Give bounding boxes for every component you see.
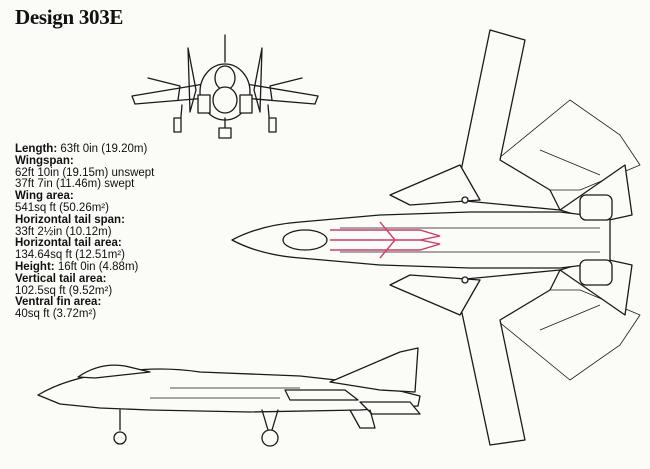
- page-title: Design 303E: [15, 5, 124, 29]
- spec-label: Ventral fin area:: [15, 296, 102, 309]
- unswept-panel-lines: [539, 149, 601, 331]
- spec-wing-area: Wing area:541sq ft (50.26m²): [15, 190, 230, 215]
- side-ventral-fin: [349, 409, 376, 429]
- side-gear-struts: [119, 409, 279, 431]
- front-left-wheel: [173, 117, 182, 133]
- spec-value: 37ft 7in (11.46m) swept: [15, 178, 135, 191]
- upper-engine-nozzle: [579, 194, 613, 221]
- lower-wing-pivot: [461, 276, 469, 284]
- lower-glove: [389, 274, 481, 316]
- front-left-tailplane: [147, 77, 181, 101]
- spec-length: Length: 63ft 0in (19.20m): [15, 143, 230, 156]
- spec-vertical-tail-area: Vertical tail area:102.5sq ft (9.52m²): [15, 272, 230, 298]
- plan-panel-lines: [340, 227, 600, 253]
- spec-horizontal-tail-area: Horizontal tail area:134.64sq ft (12.51m…: [15, 238, 230, 262]
- front-right-wheel: [268, 117, 277, 133]
- side-vertical-fin: [329, 347, 419, 393]
- specifications-block: Length: 63ft 0in (19.20m) Wingspan:62ft …: [15, 143, 230, 321]
- upper-wing-pivot: [461, 196, 469, 204]
- missile-outlines: [330, 221, 441, 259]
- front-left-fin: [187, 47, 197, 113]
- spec-label: Height:: [15, 260, 55, 273]
- side-view: [37, 347, 421, 447]
- front-right-tailplane: [269, 77, 303, 101]
- spec-value: 102.5sq ft (9.52m²): [15, 284, 113, 297]
- spec-value: 40sq ft (3.72m²): [15, 308, 97, 321]
- front-view: [131, 34, 319, 139]
- spec-value: 62ft 10in (19.15m) unswept: [15, 166, 155, 179]
- side-nose-wheel: [113, 431, 127, 445]
- spec-label: Length:: [15, 143, 58, 155]
- spec-label: Wingspan:: [15, 154, 74, 167]
- upper-glove: [389, 164, 481, 206]
- lower-engine-nozzle: [579, 259, 613, 286]
- spec-ventral-fin-area: Ventral fin area:40sq ft (3.72m²): [15, 297, 230, 321]
- plan-canopy: [282, 229, 328, 251]
- spec-value: 134.64sq ft (12.51m²): [15, 249, 125, 262]
- side-wing: [284, 389, 359, 401]
- lower-wing-unswept-outline: [458, 289, 641, 381]
- upper-wing-unswept-outline: [458, 99, 641, 191]
- spec-label: Wing area:: [15, 190, 74, 203]
- plan-view: [231, 29, 641, 446]
- side-tailplane: [359, 401, 421, 415]
- side-panel-lines: [150, 387, 300, 399]
- front-nose: [212, 86, 238, 114]
- spec-label: Horizontal tail span:: [15, 213, 125, 226]
- spec-value: 33ft 2½in (10.12m): [15, 225, 112, 238]
- spec-value: 16ft 0in (4.88m): [57, 260, 139, 273]
- front-nose-wheel: [218, 127, 232, 139]
- spec-height: Height: 16ft 0in (4.88m): [15, 260, 230, 274]
- front-right-fin: [253, 47, 263, 113]
- side-main-wheel: [261, 429, 279, 447]
- spec-label: Vertical tail area:: [15, 272, 107, 285]
- spec-label: Horizontal tail area:: [15, 237, 122, 250]
- spec-value: 63ft 0in (19.20m): [60, 143, 148, 155]
- spec-horizontal-tail-span: Horizontal tail span:33ft 2½in (10.12m): [15, 213, 230, 239]
- side-canopy: [77, 364, 151, 379]
- right-intake: [239, 94, 253, 114]
- left-intake: [197, 94, 211, 114]
- spec-value: 541sq ft (50.26m²): [15, 201, 109, 214]
